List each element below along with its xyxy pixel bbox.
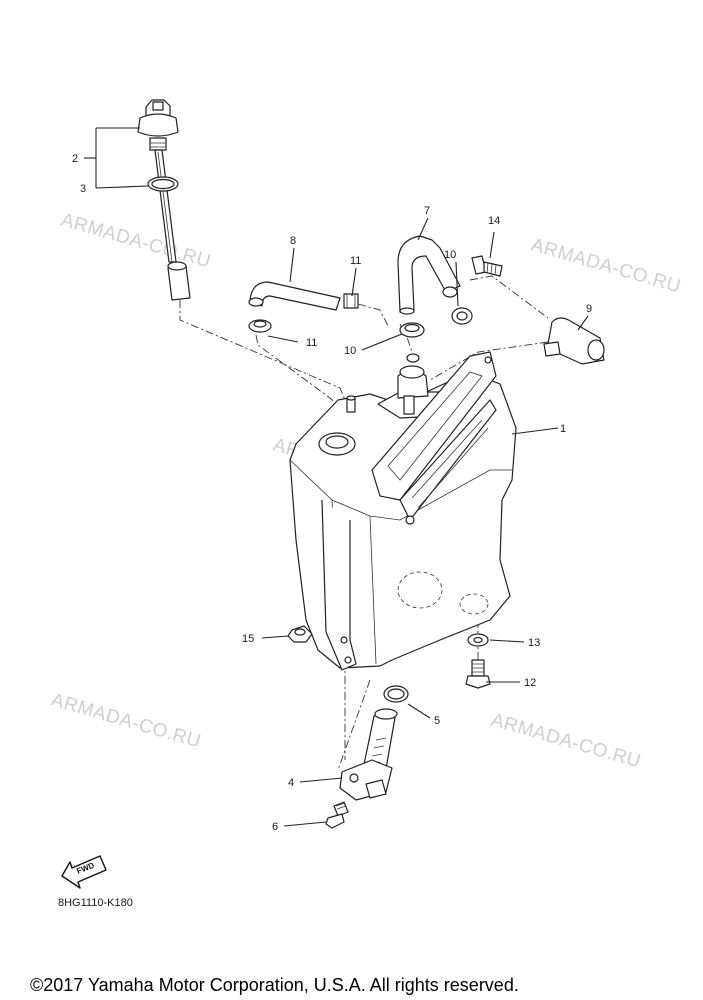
watermark-bottom-right: ARMADA-CO.RU [489,710,644,773]
bolt-part-15[interactable] [287,625,313,643]
callout-label[interactable]: 12 [524,677,536,689]
callout-label[interactable]: 6 [272,821,278,833]
watermark-top-right: ARMADA-CO.RU [529,235,684,298]
callout-label[interactable]: 9 [586,303,592,315]
hose-clip-upper-part[interactable] [343,293,359,309]
callout-label[interactable]: 10 [444,249,456,261]
oil-level-gauge-part[interactable] [137,99,179,263]
hose-clamp-upper-part[interactable] [451,307,473,325]
drain-bolt-part-12[interactable] [465,659,491,689]
leader-lines [84,127,589,827]
callout-label[interactable]: 3 [80,183,86,195]
gauge-o-ring-part[interactable] [147,176,179,192]
hose-clamp-lower-part[interactable] [399,322,425,338]
gauge-sleeve-part[interactable] [167,261,191,301]
callout-label[interactable]: 15 [242,633,254,645]
callout-label[interactable]: 5 [434,715,440,727]
watermark-bottom-left: ARMADA-CO.RU [49,690,204,753]
bolt-part-6[interactable] [325,801,349,829]
callout-label[interactable]: 10 [344,345,356,357]
washer-part-13[interactable] [467,633,489,647]
callout-label[interactable]: 2 [72,153,78,165]
elbow-hose-part[interactable] [397,235,461,315]
callout-label[interactable]: 4 [288,777,294,789]
breather-hose-part[interactable] [248,281,341,311]
hose-joint-part[interactable] [543,317,605,365]
fwd-arrow-icon: FWD [61,855,107,889]
hose-clip-lower-part[interactable] [248,319,272,333]
oil-strainer-part[interactable] [339,708,398,801]
callout-label[interactable]: 13 [528,637,540,649]
callout-label[interactable]: 14 [488,215,500,227]
callout-label[interactable]: 1 [560,423,566,435]
callout-label[interactable]: 7 [424,205,430,217]
copyright-footer: ©2017 Yamaha Motor Corporation, U.S.A. A… [30,975,519,995]
callout-label[interactable]: 11 [306,337,317,349]
oil-tank-part[interactable] [289,351,517,671]
callout-label[interactable]: 11 [350,255,361,267]
callout-labels: 1 2 3 4 5 6 7 8 9 10 10 11 11 12 13 14 1… [72,153,592,833]
diagram-part-code: 8HG1110-K180 [58,897,133,909]
callout-label[interactable]: 8 [290,235,296,247]
bolt-part-14[interactable] [471,255,503,277]
strainer-o-ring-part[interactable] [383,685,409,703]
watermark-top-left: ARMADA-CO.RU [59,210,214,273]
